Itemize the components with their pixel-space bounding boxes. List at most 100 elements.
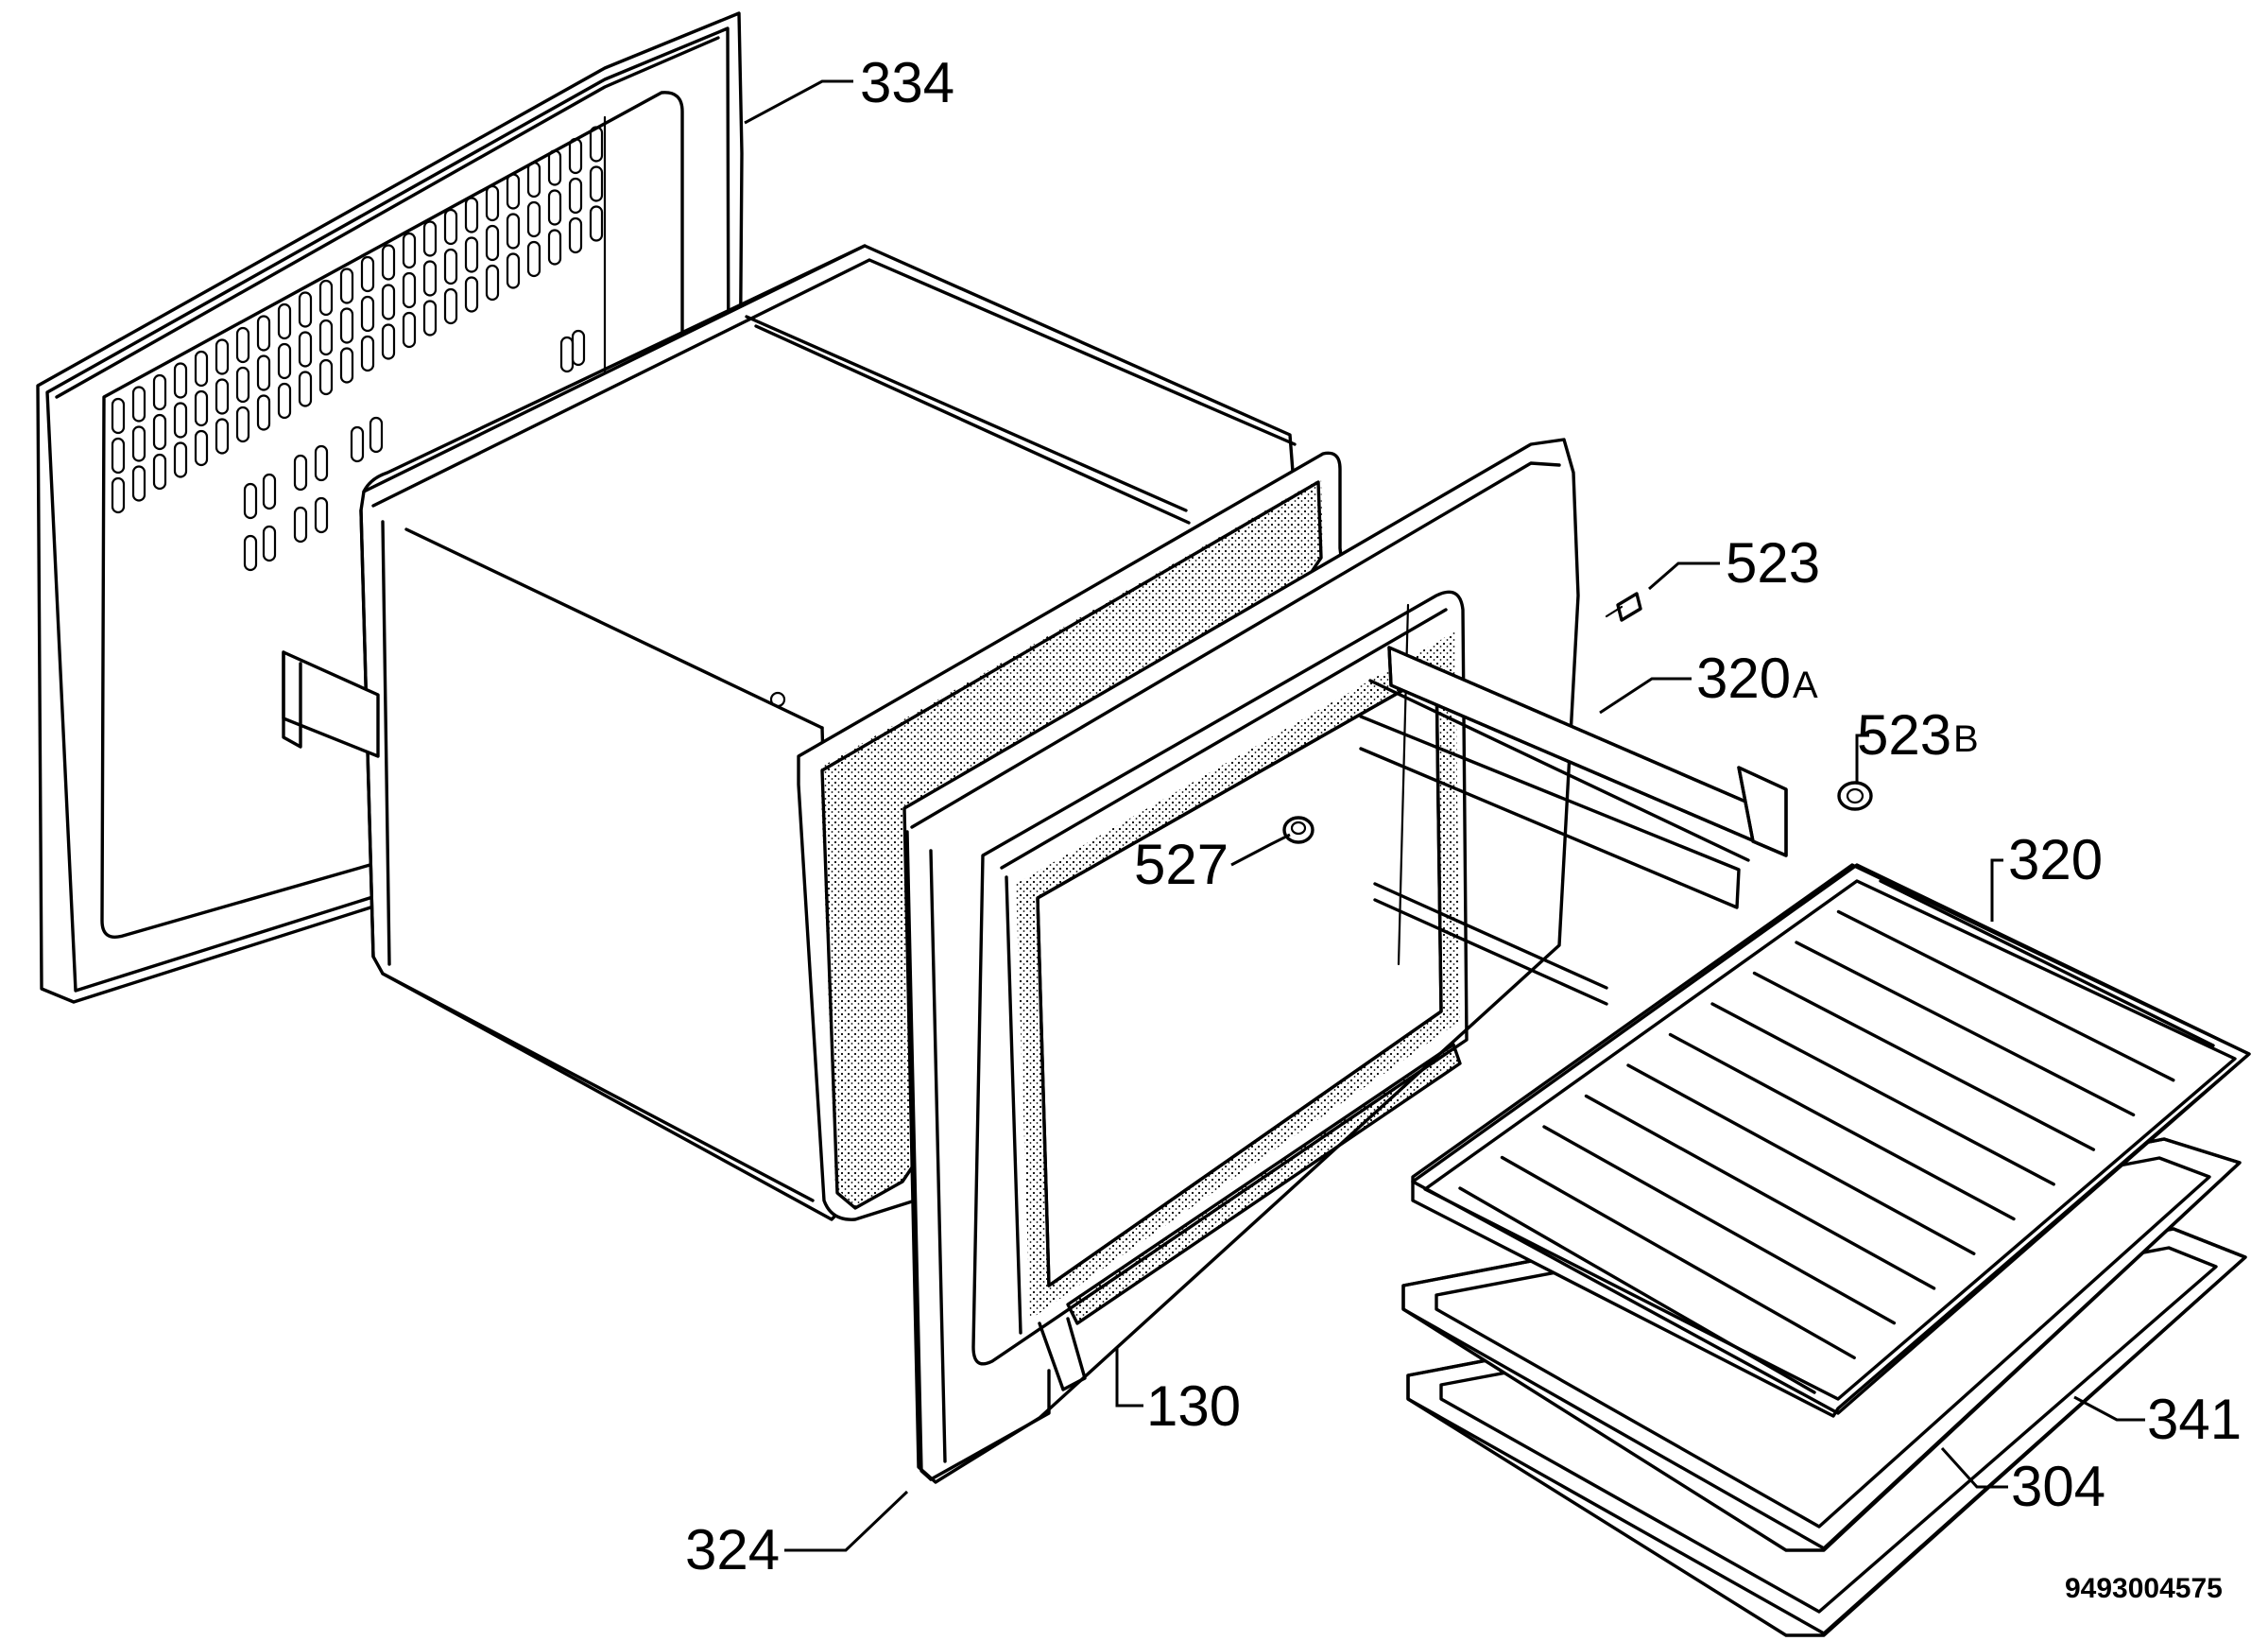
callout-320a-suffix: A <box>1793 665 1818 706</box>
callout-324: 324 <box>685 1518 780 1581</box>
callout-523b-suffix: B <box>1953 718 1979 760</box>
vent-slot <box>485 184 500 222</box>
vent-slot <box>298 291 313 328</box>
vent-slot <box>318 279 334 317</box>
vent-slot <box>402 311 417 349</box>
vent-slot <box>194 429 209 467</box>
vent-slot <box>277 382 292 420</box>
vent-slot <box>339 347 354 384</box>
vent-slot <box>381 284 396 320</box>
vent-slot <box>111 397 126 435</box>
side-rail-320a <box>1387 646 1788 857</box>
vent-slot <box>215 378 230 415</box>
callout-341: 341 <box>2147 1388 2242 1451</box>
vent-slot <box>547 149 562 186</box>
vent-slot <box>464 197 479 233</box>
vent-slot <box>235 366 250 404</box>
vent-slot <box>194 350 209 388</box>
document-number: 9493004575 <box>2065 1573 2223 1604</box>
vent-slot <box>173 362 188 399</box>
shelf-wire <box>1836 909 2175 1082</box>
vent-slot <box>277 302 292 340</box>
shelf-wire <box>1500 1155 1856 1360</box>
shelf-wire <box>1668 1032 2016 1221</box>
vent-slot <box>506 252 521 289</box>
vent-slot <box>152 373 167 411</box>
vent-slot <box>506 173 521 210</box>
vent-slot <box>256 394 271 431</box>
vent-slot <box>293 506 308 544</box>
vent-slot <box>235 326 250 364</box>
vent-slot <box>464 276 479 313</box>
shelf-wire <box>1542 1125 1897 1325</box>
vent-slot <box>568 216 583 254</box>
shelf-wire <box>1710 1002 2055 1186</box>
vent-slot <box>568 137 583 175</box>
vent-slot <box>350 425 365 463</box>
callout-320a: 320 <box>1696 647 1791 710</box>
vent-slot <box>589 165 604 202</box>
vent-slot <box>131 425 146 462</box>
callout-523b: 523 <box>1857 703 1951 767</box>
shelf-wire <box>1584 1094 1936 1290</box>
vent-slot <box>443 248 458 285</box>
vent-slot <box>262 525 277 562</box>
vent-slot <box>464 236 479 273</box>
vent-slot <box>293 454 308 492</box>
vent-slot <box>131 465 146 502</box>
vent-slot <box>152 453 167 491</box>
vent-slot <box>402 232 417 269</box>
vent-slot <box>568 177 583 215</box>
callout-304: 304 <box>2011 1455 2105 1518</box>
vent-slot <box>256 354 271 391</box>
vent-slot <box>314 444 329 482</box>
vent-slot <box>215 418 230 455</box>
vent-slot <box>298 331 313 368</box>
vent-slot <box>173 402 188 439</box>
vent-slot <box>152 413 167 451</box>
vent-slot <box>256 315 271 352</box>
vent-slot <box>589 205 604 242</box>
vent-slot <box>571 329 586 367</box>
vent-slot <box>194 389 209 427</box>
vent-slot <box>547 189 562 226</box>
screw-523 <box>1605 592 1642 622</box>
vent-slot <box>360 295 375 333</box>
vent-slot <box>243 482 258 520</box>
vent-slot <box>339 268 354 304</box>
vent-slot <box>262 473 277 510</box>
vent-slot <box>589 126 604 163</box>
shelf-wire <box>1879 879 2215 1047</box>
vent-slot <box>360 335 375 372</box>
vent-slot <box>526 200 541 238</box>
vent-slot <box>443 208 458 246</box>
wire-shelf-320 <box>1411 863 2251 1418</box>
vent-slot <box>402 271 417 309</box>
vent-slot <box>298 371 313 407</box>
vent-slot <box>506 213 521 250</box>
leader-lines <box>744 79 2145 1552</box>
vent-slot <box>339 307 354 344</box>
vent-slot <box>131 386 146 423</box>
vent-slot <box>235 406 250 443</box>
callout-130: 130 <box>1146 1374 1241 1438</box>
cap-523b <box>1837 781 1873 811</box>
callout-334: 334 <box>860 51 954 114</box>
vent-slot <box>314 496 329 534</box>
vent-slot <box>360 255 375 293</box>
vent-slot <box>422 220 438 257</box>
vent-slot <box>277 342 292 380</box>
shelf-wire <box>1626 1063 1976 1255</box>
vent-slot <box>318 319 334 356</box>
vent-slot <box>381 323 396 360</box>
vent-slot <box>485 264 500 302</box>
callout-labels: 334 523 320 A 523 B 527 320 130 341 304 … <box>685 51 2242 1604</box>
callout-320: 320 <box>2008 828 2103 891</box>
shelf-wire <box>1795 941 2136 1117</box>
vent-slot <box>547 229 562 266</box>
vent-slot <box>111 437 126 475</box>
shelf-wire <box>1752 971 2096 1151</box>
ventilation-slots <box>111 126 604 572</box>
vent-slot <box>381 244 396 281</box>
vent-slot <box>215 338 230 375</box>
